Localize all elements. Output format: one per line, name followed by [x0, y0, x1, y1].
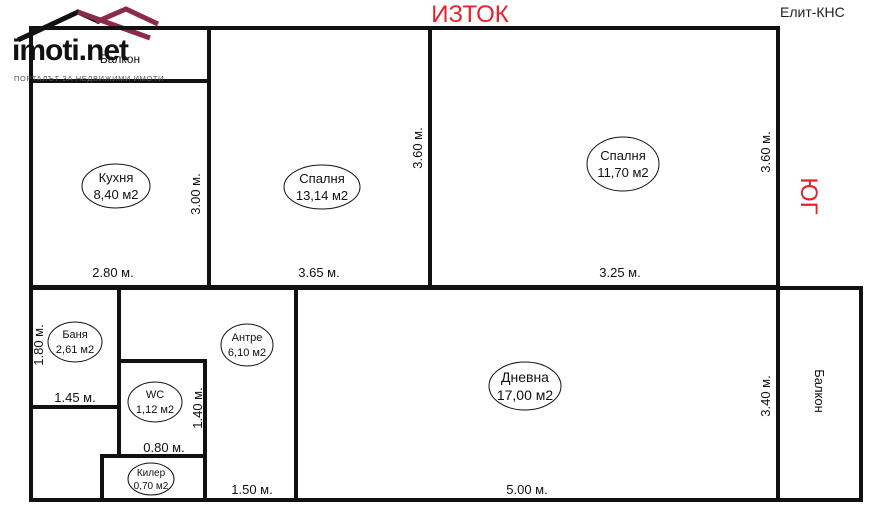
- bedroom-1-room: Спалня 13,14 м2: [283, 164, 361, 210]
- kitchen-name: Кухня: [99, 170, 134, 185]
- bedroom-2-name: Спалня: [600, 148, 645, 163]
- wall-bottom-outline: [29, 286, 863, 502]
- living-area: 17,00 м2: [497, 387, 554, 403]
- wc-area: 1,12 м2: [136, 404, 174, 416]
- bathroom-name: Баня: [62, 329, 87, 341]
- balcony-right-label: Балкон: [812, 369, 827, 413]
- bedroom-1-name: Спалня: [299, 171, 344, 186]
- kitchen-height: 3.00 м.: [188, 173, 203, 214]
- living-height: 3.40 м.: [758, 375, 773, 416]
- hall-room: Антре 6,10 м2: [220, 323, 274, 367]
- bathroom-room: Баня 2,61 м2: [47, 321, 103, 363]
- kitchen-area: 8,40 м2: [93, 187, 138, 202]
- agency-name: Елит-КНС: [780, 4, 845, 20]
- logo-text: imoti.net: [12, 34, 129, 67]
- closet-name: Килер: [137, 468, 166, 479]
- south-label: ЮГ: [795, 177, 822, 214]
- wc-height: 1.40 м.: [190, 387, 205, 428]
- kitchen-room: Кухня 8,40 м2: [81, 163, 151, 209]
- bedroom-2-width: 3.25 м.: [599, 265, 640, 280]
- logo-house-icon: [16, 6, 160, 43]
- hall-width: 1.50 м.: [231, 482, 272, 497]
- living-width: 5.00 м.: [506, 482, 547, 497]
- closet-room: Килер 0,70 м2: [127, 462, 175, 496]
- bathroom-height: 1.80 м.: [31, 324, 46, 365]
- wall-closet: [100, 454, 207, 502]
- closet-area: 0,70 м2: [134, 481, 169, 492]
- bathroom-width: 1.45 м.: [54, 390, 95, 405]
- east-label: ИЗТОК: [431, 1, 508, 28]
- logo-tagline: ПОРТАЛЪТ ЗА НЕДВИЖИМИ ИМОТИ: [14, 74, 165, 83]
- bedroom-1-height: 3.60 м.: [410, 127, 425, 168]
- kitchen-width: 2.80 м.: [92, 265, 133, 280]
- hall-area: 6,10 м2: [228, 347, 266, 359]
- bedroom-2-area: 11,70 м2: [597, 165, 648, 180]
- wc-room: WC 1,12 м2: [127, 381, 183, 423]
- living-room: Дневна 17,00 м2: [488, 361, 562, 411]
- bathroom-area: 2,61 м2: [56, 344, 94, 356]
- hall-name: Антре: [232, 332, 263, 344]
- bedroom-1-width: 3.65 м.: [298, 265, 339, 280]
- bedroom-2-room: Спалня 11,70 м2: [586, 136, 660, 192]
- wc-name: WC: [146, 389, 164, 401]
- balcony-top-label: Балкон: [100, 52, 140, 66]
- bedroom-2-height: 3.60 м.: [758, 131, 773, 172]
- living-name: Дневна: [501, 369, 549, 385]
- logo[interactable]: imoti.net ПОРТАЛЪТ ЗА НЕДВИЖИМИ ИМОТИ: [6, 6, 206, 86]
- wall-bedroom-1: [207, 26, 432, 289]
- wc-width: 0.80 м.: [143, 440, 184, 455]
- bedroom-1-area: 13,14 м2: [296, 188, 348, 203]
